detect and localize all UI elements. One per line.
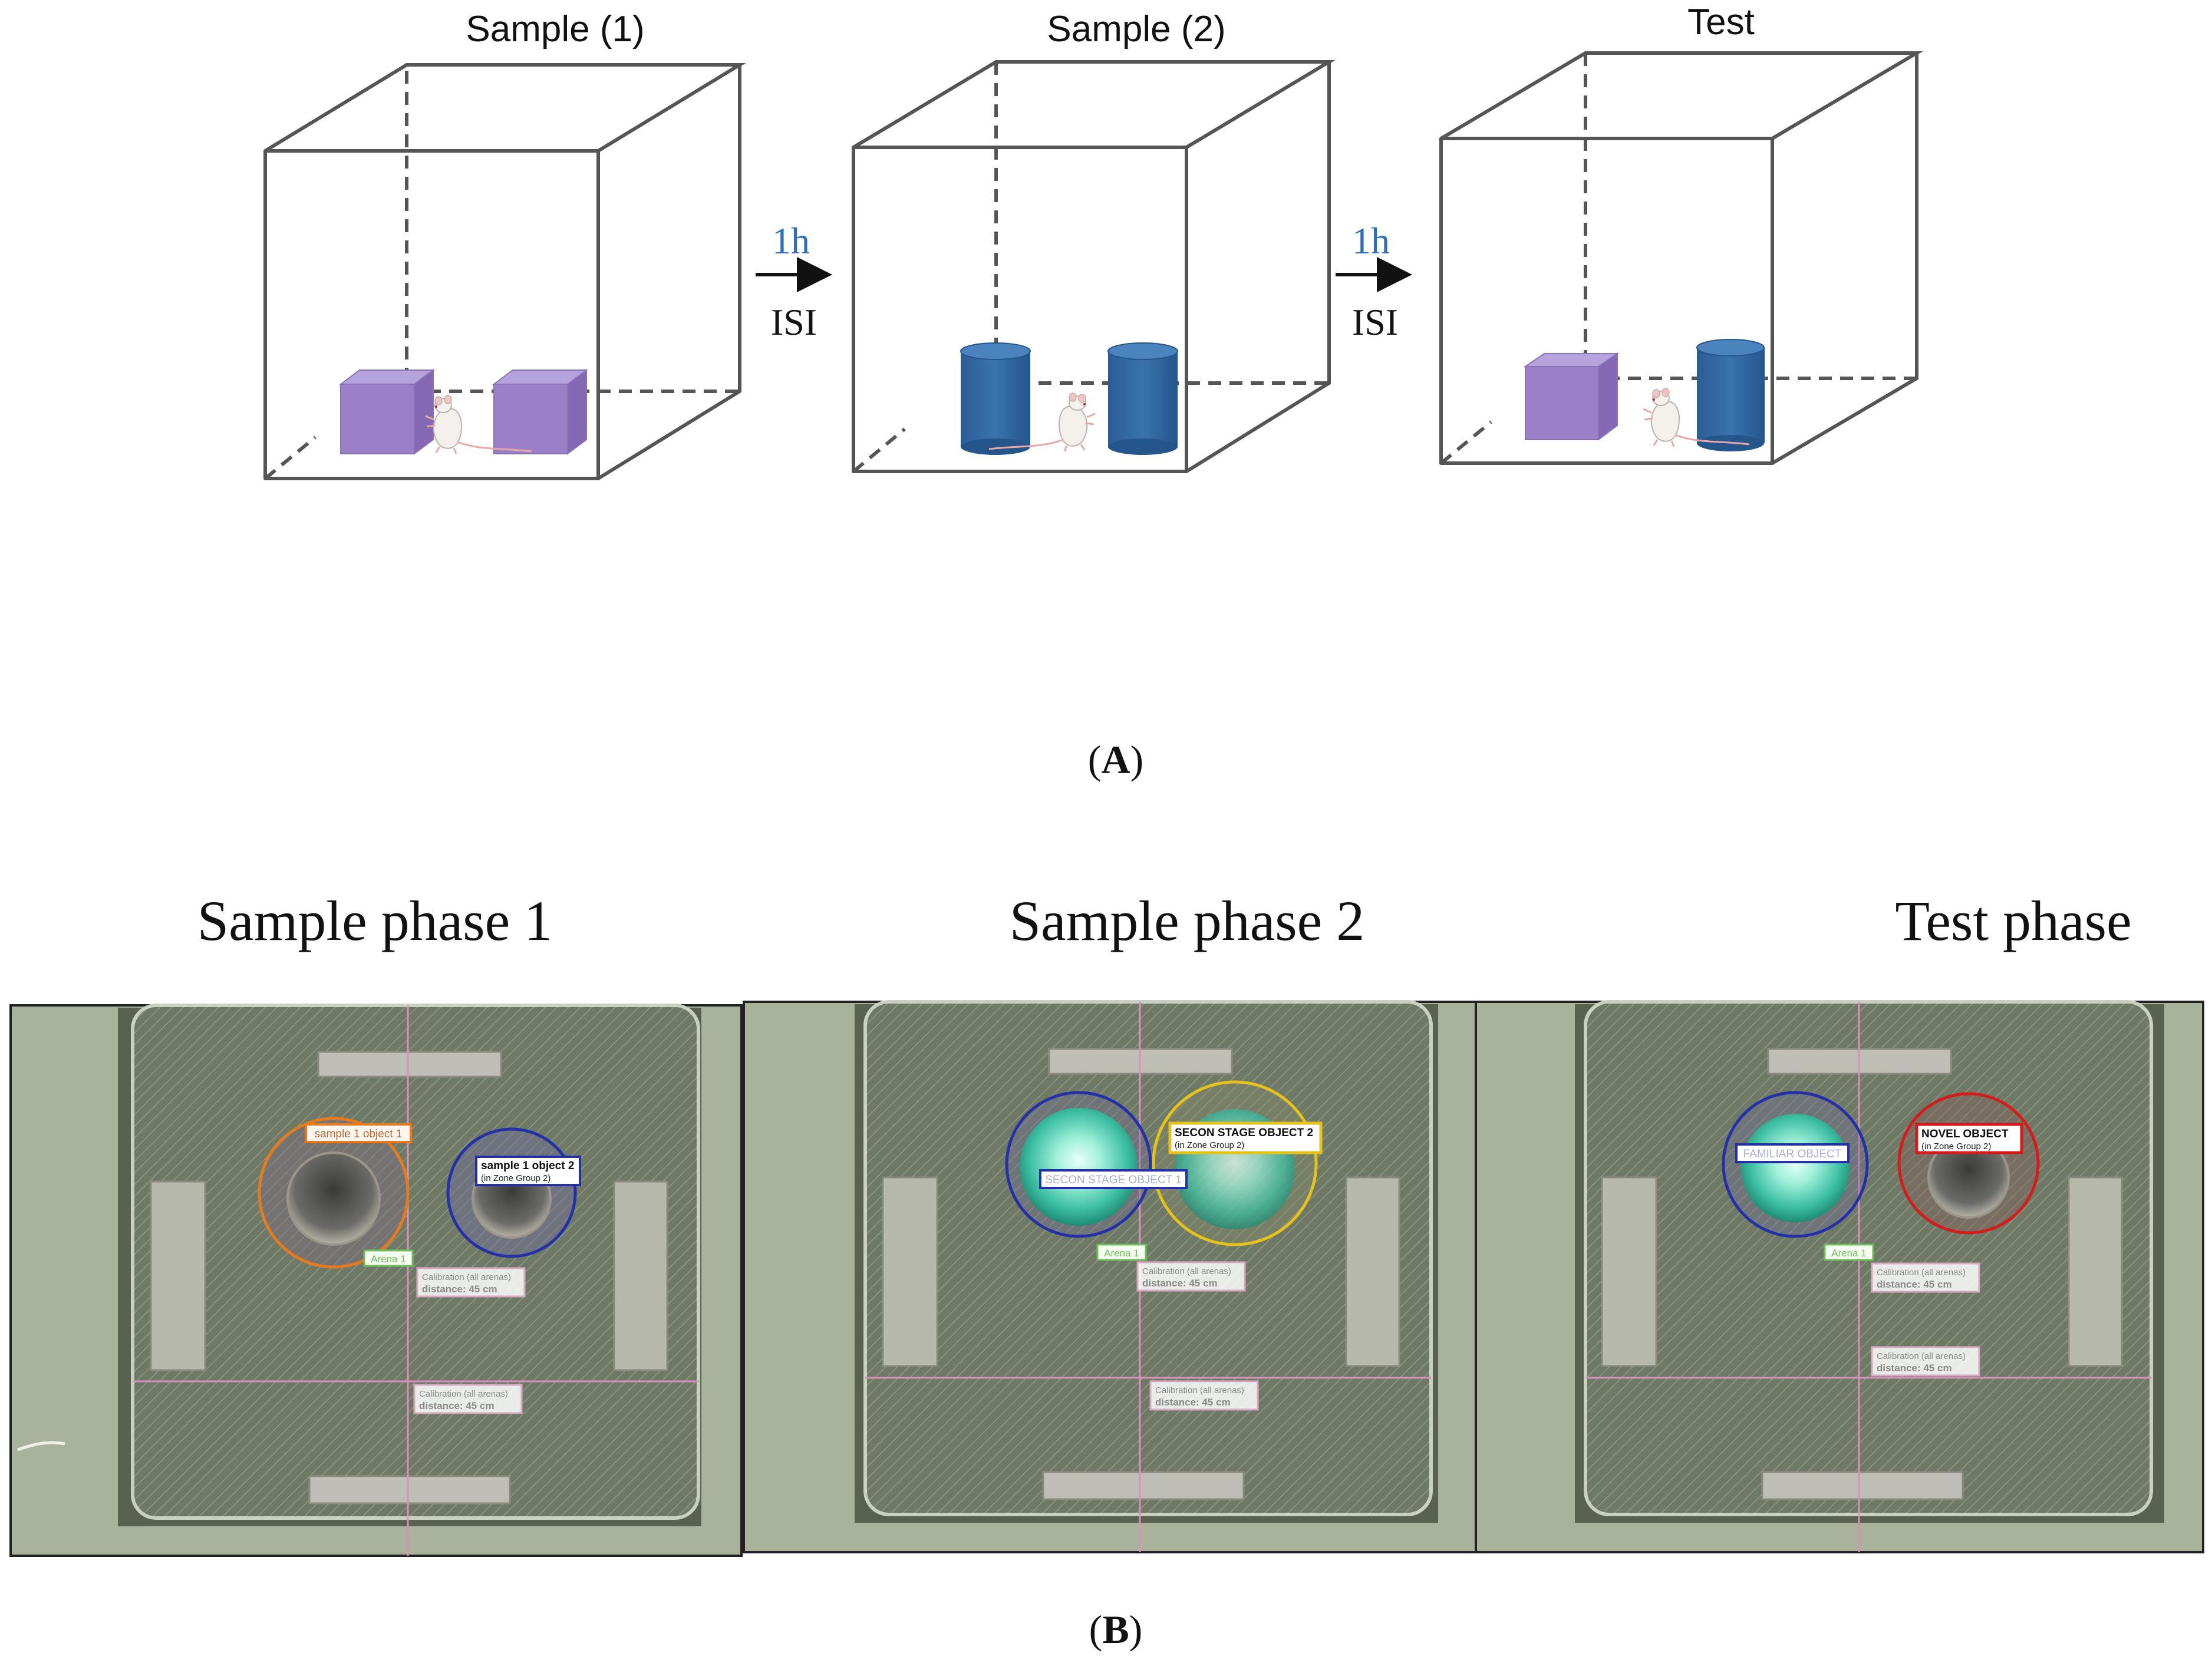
panel-a: Sample (1) Sample (2) Test 1h ISI 1h ISI… [263, 2, 1923, 782]
box-title-sample-1: Sample (1) [466, 9, 644, 50]
video-frame-1: sample 1 object 1 sample 1 object 2 (in … [9, 1004, 743, 1557]
object-label: SECON STAGE OBJECT 2 [1175, 1127, 1313, 1139]
sample-2-objects [960, 342, 1178, 455]
object-label: sample 1 object 2 [481, 1160, 574, 1172]
calibration-label: Calibration (all arenas) [1877, 1351, 1966, 1361]
box-title-sample-2: Sample (2) [1047, 9, 1225, 50]
video-frame-3: FAMILIAR OBJECT NOVEL OBJECT (in Zone Gr… [1475, 1000, 2204, 1553]
calibration-distance: distance: 45 cm [1142, 1278, 1218, 1289]
interval-label: 1h [772, 220, 810, 262]
calibration-distance: distance: 45 cm [419, 1400, 495, 1411]
sample-2-box [852, 60, 1336, 473]
isi-arrow-2: 1h ISI [1336, 220, 1412, 343]
panel-a-label: (A) [1088, 737, 1143, 782]
object-label: NOVEL OBJECT [1921, 1128, 2009, 1140]
calibration-label: Calibration (all arenas) [1877, 1268, 1966, 1278]
panel-b: Sample phase 1 Sample phase 2 Test phase… [9, 889, 2204, 1652]
calibration-label: Calibration (all arenas) [1155, 1385, 1244, 1395]
isi-arrow-1: 1h ISI [756, 220, 832, 343]
isi-label: ISI [1352, 301, 1398, 343]
arena-label: Arena 1 [1104, 1248, 1139, 1259]
calibration-distance: distance: 45 cm [1155, 1397, 1231, 1408]
object-zone-label: (in Zone Group 2) [481, 1173, 550, 1183]
sample-1-objects [339, 369, 588, 455]
video-frame-2: SECON STAGE OBJECT 1 SECON STAGE OBJECT … [743, 1000, 1477, 1553]
test-box [1439, 51, 1923, 465]
object-zone-label: (in Zone Group 2) [1921, 1141, 1991, 1151]
test-objects [1523, 339, 1765, 451]
object-label: FAMILIAR OBJECT [1743, 1148, 1842, 1160]
interval-label: 1h [1352, 220, 1390, 262]
object-label: sample 1 object 1 [315, 1128, 403, 1140]
object-label: SECON STAGE OBJECT 1 [1045, 1174, 1182, 1186]
box-title-test: Test [1687, 2, 1755, 42]
calibration-distance: distance: 45 cm [422, 1283, 497, 1295]
arena-label: Arena 1 [371, 1253, 406, 1265]
object-zone-label: (in Zone Group 2) [1175, 1140, 1244, 1150]
calibration-distance: distance: 45 cm [1877, 1362, 1952, 1374]
calibration-label: Calibration (all arenas) [422, 1272, 511, 1282]
isi-label: ISI [771, 301, 817, 343]
calibration-distance: distance: 45 cm [1877, 1279, 1952, 1290]
panel-b-label: (B) [1089, 1607, 1143, 1652]
phase-title-3: Test phase [1895, 889, 2131, 952]
sample-1-box [263, 63, 746, 480]
arena-label: Arena 1 [1831, 1248, 1867, 1259]
calibration-label: Calibration (all arenas) [1142, 1266, 1231, 1276]
calibration-label: Calibration (all arenas) [419, 1389, 508, 1399]
phase-title-2: Sample phase 2 [1010, 889, 1365, 952]
phase-title-1: Sample phase 1 [197, 889, 553, 952]
